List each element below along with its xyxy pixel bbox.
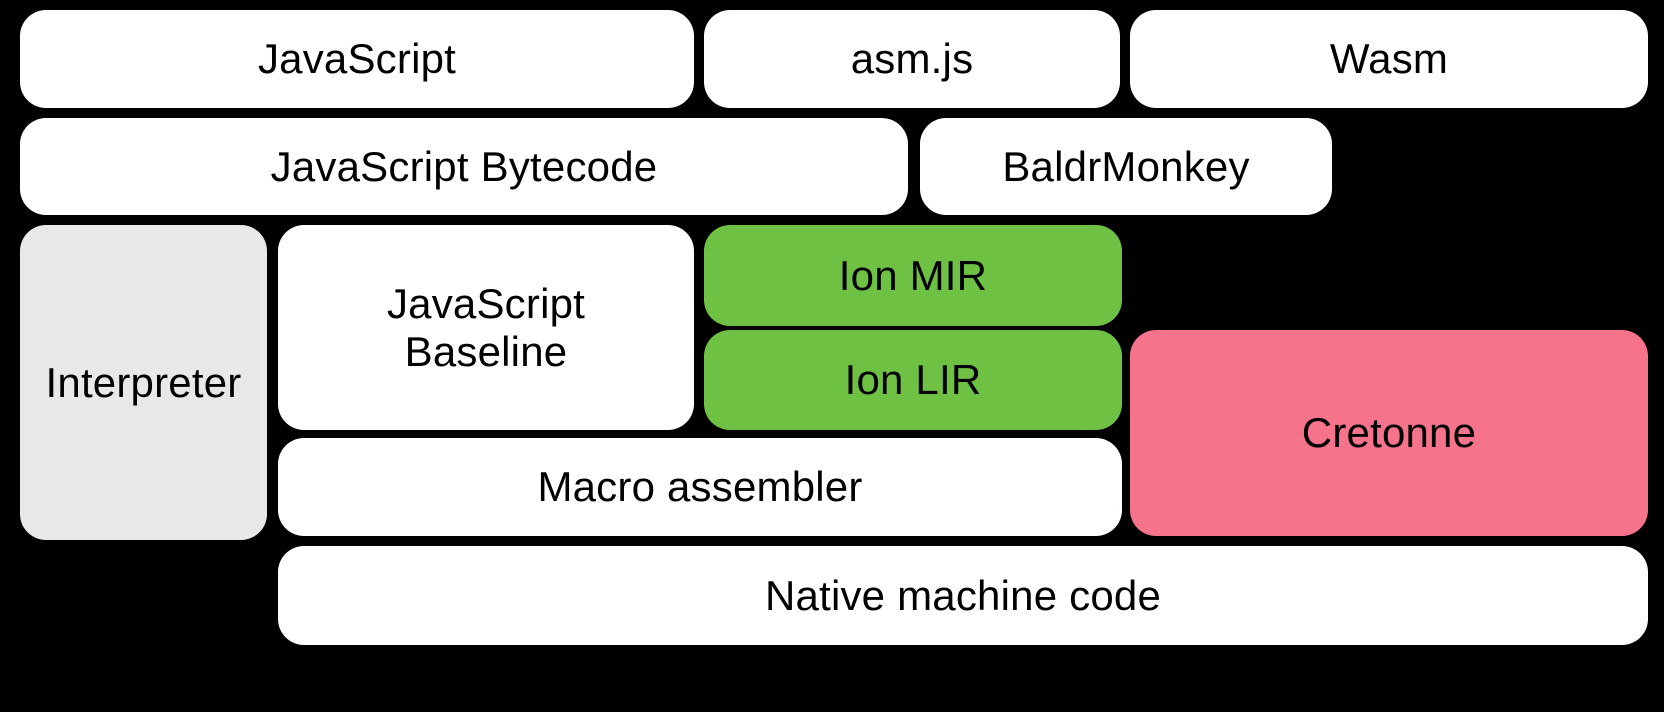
node-javascript[interactable]: JavaScript	[20, 10, 694, 108]
node-wasm[interactable]: Wasm	[1130, 10, 1648, 108]
node-javascript-baseline[interactable]: JavaScript Baseline	[278, 225, 694, 430]
node-interpreter[interactable]: Interpreter	[20, 225, 267, 540]
node-macro-assembler[interactable]: Macro assembler	[278, 438, 1122, 536]
node-asmjs[interactable]: asm.js	[704, 10, 1120, 108]
node-ion-lir[interactable]: Ion LIR	[704, 330, 1122, 430]
node-javascript-bytecode[interactable]: JavaScript Bytecode	[20, 118, 908, 215]
node-baldrmonkey[interactable]: BaldrMonkey	[920, 118, 1332, 215]
node-cretonne[interactable]: Cretonne	[1130, 330, 1648, 536]
node-ion-mir[interactable]: Ion MIR	[704, 225, 1122, 326]
node-native-machine-code[interactable]: Native machine code	[278, 546, 1648, 645]
